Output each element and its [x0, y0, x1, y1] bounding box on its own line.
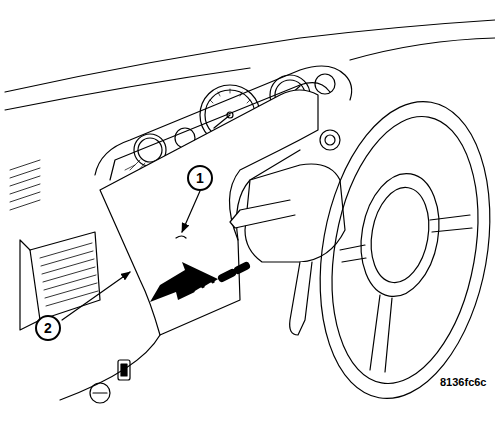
turn-signal-stalk: [230, 200, 295, 228]
air-vent: [30, 232, 100, 320]
knob-grip: [93, 392, 107, 393]
dash-right: [350, 38, 495, 60]
vent-louvers: [40, 243, 98, 306]
steering-wheel-inner: [313, 105, 495, 395]
callout-number: 2: [44, 321, 52, 335]
steering-wheel-rim: [298, 88, 495, 412]
leader-line: [62, 272, 130, 320]
panel-clip: [176, 236, 186, 238]
callout-circle: 2: [35, 315, 61, 341]
steering-hub: [352, 167, 448, 302]
removal-arrow: [150, 262, 220, 302]
callout-number: 1: [196, 171, 204, 185]
dash-line: [5, 68, 250, 110]
leader-line: [182, 191, 200, 232]
arrow-tail-dashes: [222, 266, 246, 278]
speaker-grille: [10, 160, 40, 210]
dash-top: [5, 20, 495, 92]
airbag-cover: [364, 183, 436, 287]
arrow-dashes: [196, 279, 221, 292]
vent-bezel: [20, 240, 40, 330]
ignition-slot: [325, 135, 335, 145]
callout-circle: 1: [187, 165, 213, 191]
lower-dash: [60, 335, 160, 400]
lever: [290, 262, 312, 335]
wheel-spokes: [340, 215, 472, 372]
column-trim-panel: [100, 90, 318, 335]
ignition: [320, 130, 340, 150]
figure-id: 8136fc6c: [440, 376, 487, 388]
